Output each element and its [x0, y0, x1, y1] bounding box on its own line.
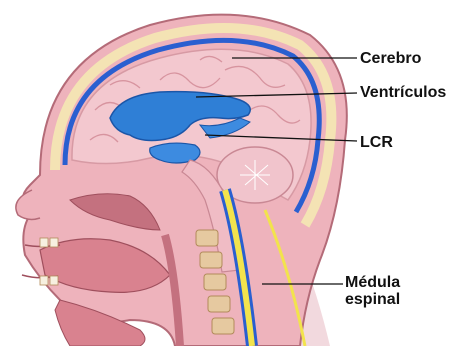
label-lcr: LCR — [360, 134, 393, 151]
label-ventriculos: Ventrículos — [360, 84, 446, 101]
label-medula-line2: espinal — [345, 291, 400, 308]
label-medula-line1: Médula — [345, 274, 400, 291]
label-cerebro: Cerebro — [360, 50, 421, 67]
